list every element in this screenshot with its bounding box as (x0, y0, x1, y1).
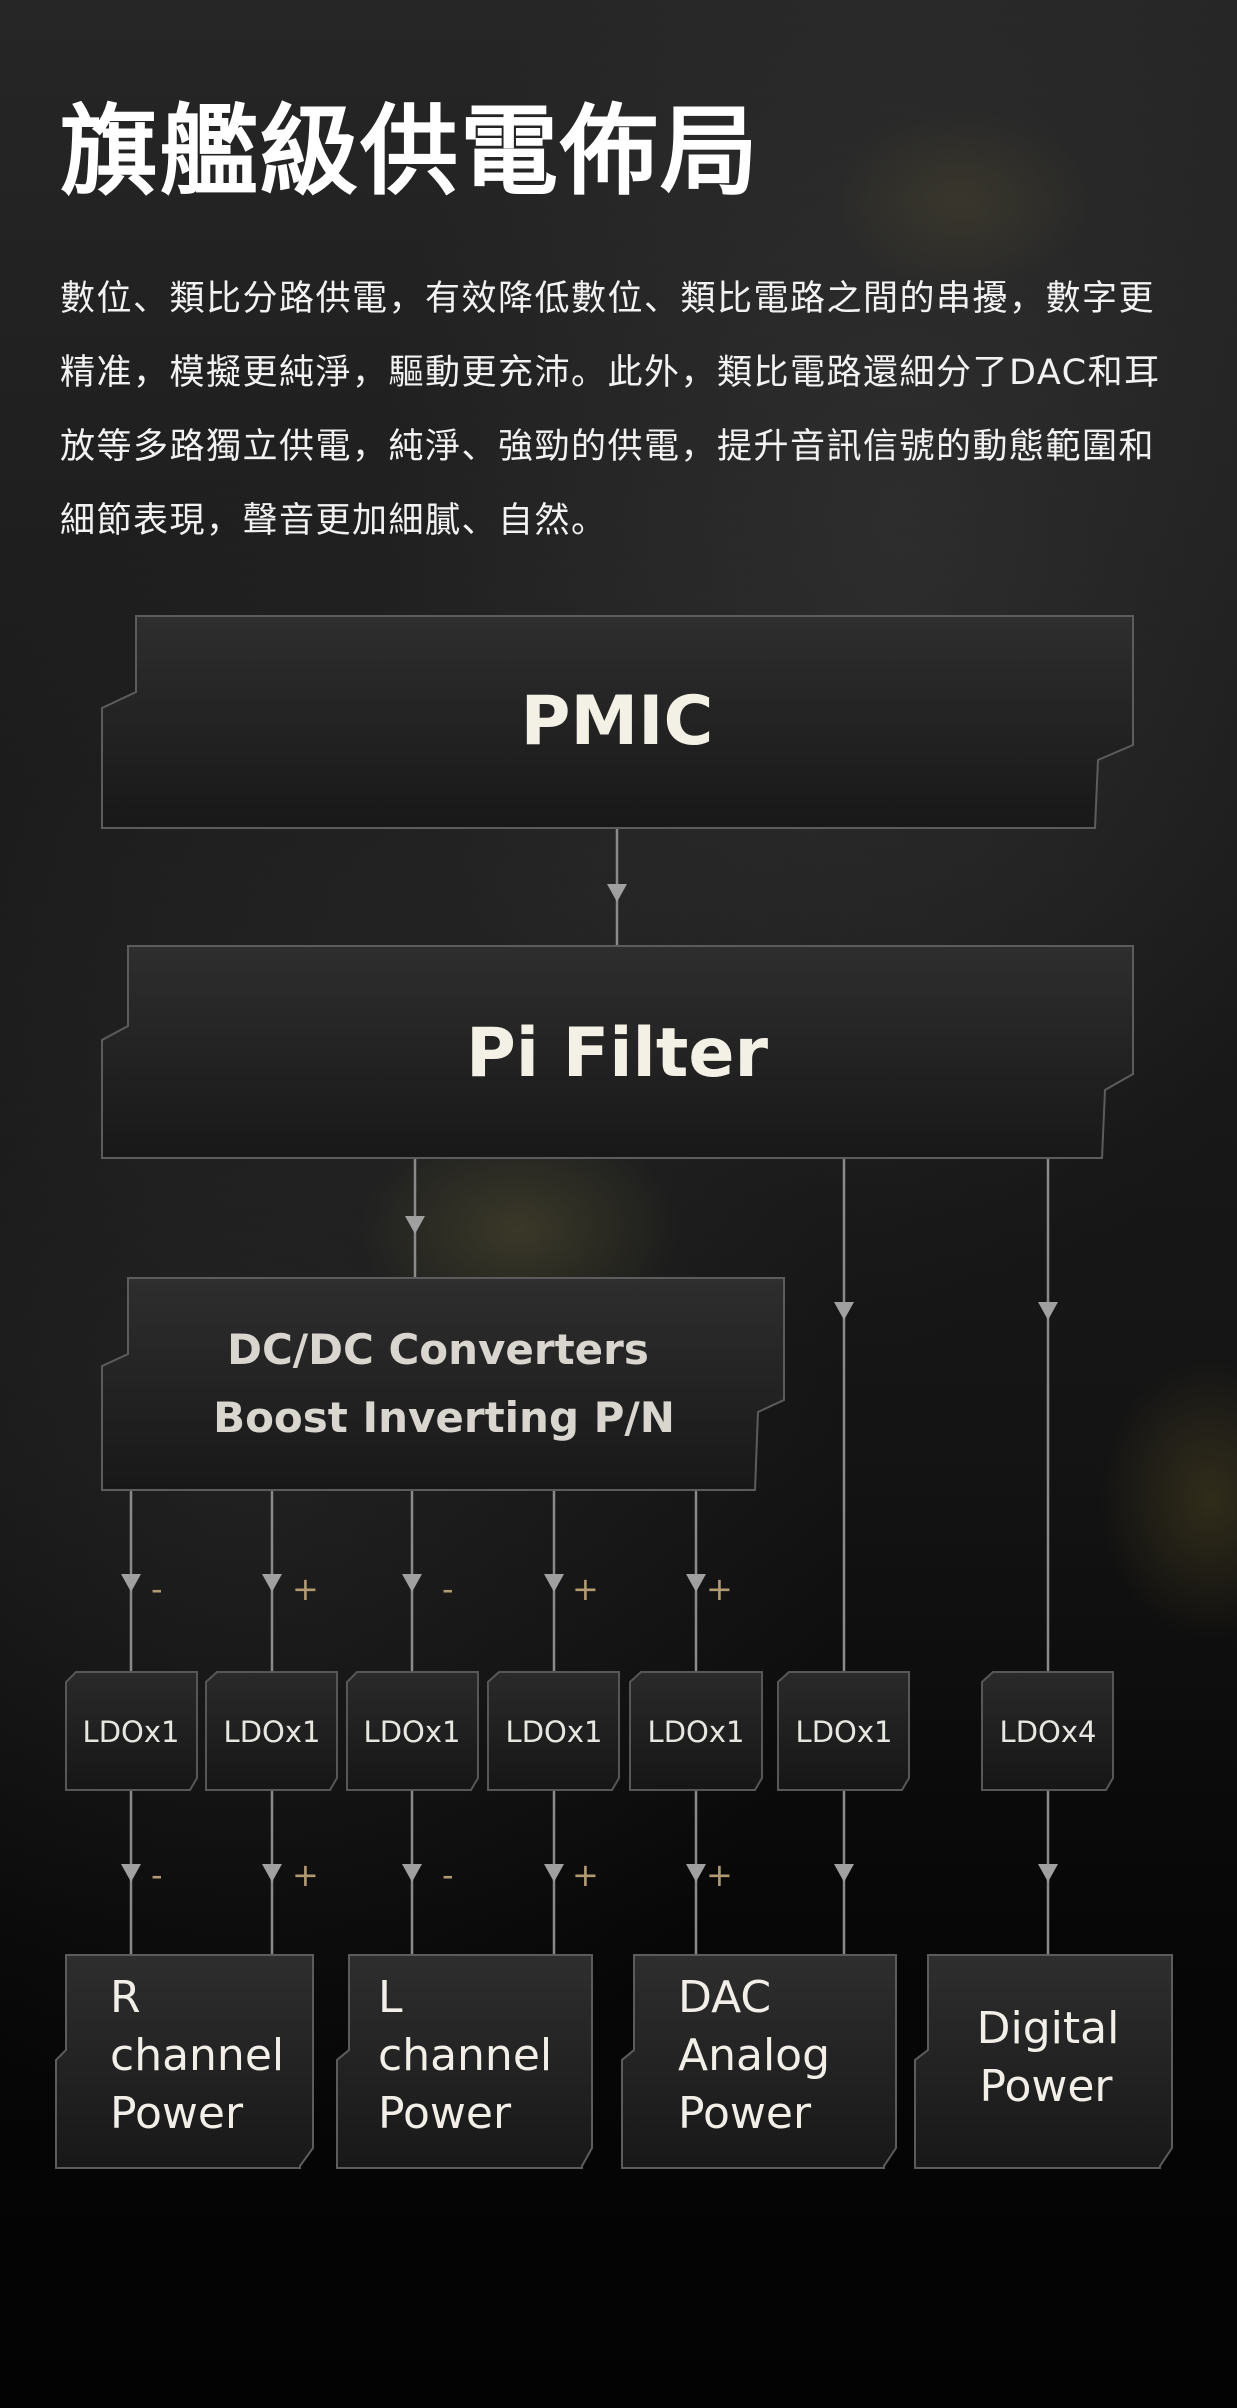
arrow-icon (405, 1216, 425, 1234)
polarity-sign: - (442, 1570, 454, 1608)
svg-text:LDOx1: LDOx1 (648, 1715, 745, 1749)
ldo-block: LDOx1 (65, 1671, 198, 1791)
polarity-sign: - (442, 1856, 454, 1894)
polarity-sign: + (706, 1570, 733, 1608)
arrow-icon (544, 1864, 564, 1882)
ldo-block: LDOx4 (981, 1671, 1114, 1791)
pmic-label: PMIC (521, 682, 714, 761)
svg-text:LDOx4: LDOx4 (1000, 1715, 1097, 1749)
output-label-line: Power (678, 2088, 812, 2139)
svg-text:LDOx1: LDOx1 (83, 1715, 180, 1749)
dcdc-label-line1: DC/DC Converters (227, 1325, 649, 1374)
polarity-sign: + (292, 1570, 319, 1608)
svg-text:LDOx1: LDOx1 (224, 1715, 321, 1749)
svg-text:LDOx1: LDOx1 (364, 1715, 461, 1749)
svg-text:LDOx1: LDOx1 (796, 1715, 893, 1749)
polarity-signs-lower: - + - + + (151, 1856, 733, 1894)
polarity-signs-upper: - + - + + (151, 1570, 733, 1608)
output-label-line: Analog (678, 2030, 830, 2081)
digital-power-block: Digital Power (914, 1954, 1173, 2169)
arrow-icon (544, 1574, 564, 1592)
output-label-line: L (378, 1972, 403, 2023)
r-channel-power-block: R channel Power (55, 1954, 314, 2169)
dcdc-converter-block: DC/DC Converters Boost Inverting P/N (101, 1277, 785, 1491)
ldo-block: LDOx1 (346, 1671, 479, 1791)
output-label-line: Power (110, 2088, 244, 2139)
ldo-block: LDOx1 (205, 1671, 338, 1791)
output-label-line: Power (378, 2088, 512, 2139)
pi-filter-label: Pi Filter (466, 1014, 769, 1093)
arrow-icon (834, 1864, 854, 1882)
ldo-block: LDOx1 (629, 1671, 763, 1791)
flow-arrows (121, 884, 1058, 1882)
output-label-line: channel (110, 2030, 284, 2081)
polarity-sign: - (151, 1570, 163, 1608)
l-channel-power-block: L channel Power (336, 1954, 593, 2169)
output-label-line: DAC (678, 1972, 771, 2023)
polarity-sign: + (572, 1570, 599, 1608)
polarity-sign: - (151, 1856, 163, 1894)
polarity-sign: + (572, 1856, 599, 1894)
svg-text:LDOx1: LDOx1 (506, 1715, 603, 1749)
arrow-icon (402, 1574, 422, 1592)
output-label-line: R (110, 1972, 141, 2023)
output-label-line: Digital (977, 2003, 1120, 2054)
arrow-icon (121, 1574, 141, 1592)
dcdc-label-line2: Boost Inverting P/N (213, 1393, 675, 1442)
page-description: 數位、類比分路供電，有效降低數位、類比電路之間的串擾，數字更精准，模擬更純淨，驅… (60, 279, 1161, 541)
arrow-icon (686, 1574, 706, 1592)
arrow-icon (402, 1864, 422, 1882)
polarity-sign: + (292, 1856, 319, 1894)
polarity-sign: + (706, 1856, 733, 1894)
pmic-block: PMIC (101, 615, 1134, 829)
arrow-icon (262, 1574, 282, 1592)
arrow-icon (1038, 1864, 1058, 1882)
ldo-block: LDOx1 (777, 1671, 910, 1791)
ldo-row: LDOx1 LDOx1 LDOx1 LDOx1 LDOx1 LDOx1 LDOx… (65, 1671, 1114, 1791)
arrow-icon (607, 884, 627, 902)
arrow-icon (1038, 1302, 1058, 1320)
arrow-icon (121, 1864, 141, 1882)
page-title: 旗艦級供電佈局 (60, 95, 761, 209)
arrow-icon (262, 1864, 282, 1882)
ldo-block: LDOx1 (487, 1671, 620, 1791)
arrow-icon (834, 1302, 854, 1320)
output-label-line: channel (378, 2030, 552, 2081)
dac-analog-power-block: DAC Analog Power (621, 1954, 897, 2169)
pi-filter-block: Pi Filter (101, 945, 1134, 1159)
output-label-line: Power (979, 2061, 1113, 2112)
arrow-icon (686, 1864, 706, 1882)
